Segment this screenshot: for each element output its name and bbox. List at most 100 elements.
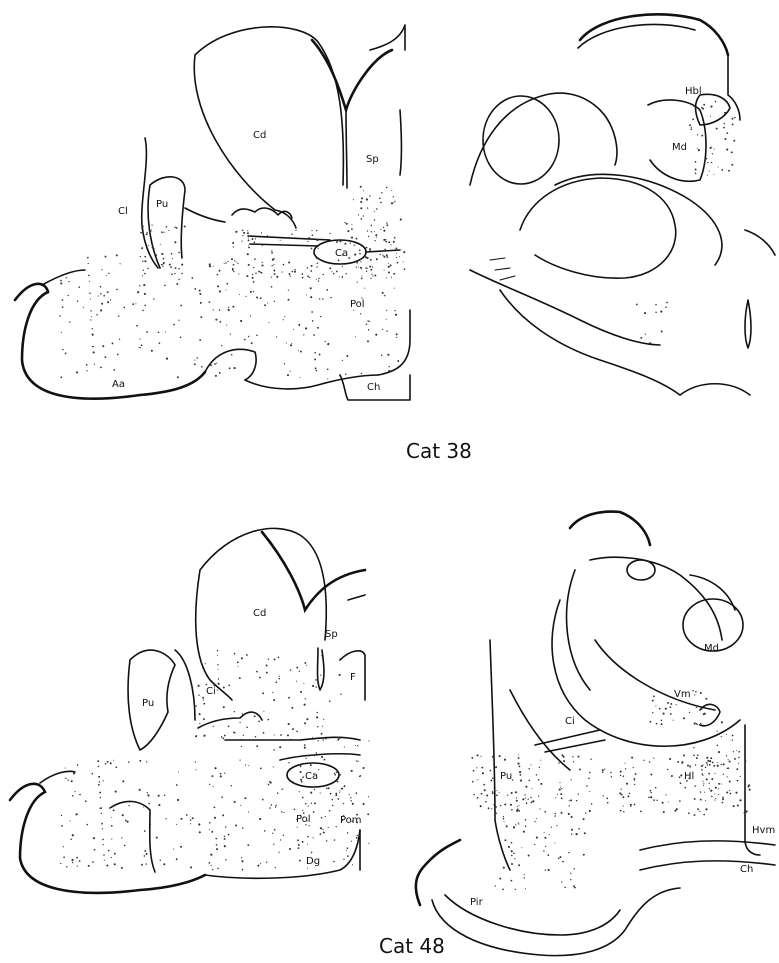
stipple-dot — [707, 174, 708, 175]
stipple-dot — [299, 377, 300, 378]
stipple-dot — [149, 816, 150, 817]
stipple-dot — [261, 264, 263, 266]
stipple-dot — [656, 800, 657, 801]
stipple-dot — [705, 767, 707, 769]
label-pol: Pol — [296, 814, 311, 825]
stipple-dot — [723, 127, 725, 129]
stipple-dot — [317, 712, 319, 714]
stipple-dot — [337, 798, 339, 800]
stipple-dot — [718, 788, 719, 789]
stipple-dot — [70, 820, 71, 821]
stipple-dot — [679, 776, 681, 778]
stipple-dot — [328, 827, 329, 828]
stipple-dot — [90, 310, 91, 311]
stipple-dot — [140, 232, 142, 234]
stipple-dot — [723, 774, 724, 775]
stipple-dot — [209, 822, 211, 824]
stipple-dot — [274, 301, 275, 302]
stipple-dot — [730, 793, 732, 795]
label-hl: Hl — [684, 771, 694, 782]
stipple-dot — [308, 825, 309, 826]
stipple-dot — [717, 762, 718, 763]
stipple-dot — [250, 315, 251, 316]
stipple-dot — [273, 844, 274, 845]
stipple-dot — [316, 279, 317, 280]
stipple-dot — [290, 669, 292, 671]
stipple-dot — [711, 778, 713, 780]
stipple-dot — [524, 874, 525, 875]
stipple-dot — [248, 239, 250, 241]
stipple-dot — [548, 869, 550, 871]
stipple-dot — [383, 256, 385, 258]
stipple-dot — [303, 334, 304, 335]
stipple-dot — [383, 227, 384, 228]
label-md: Md — [704, 643, 719, 654]
stipple-dot — [214, 807, 216, 809]
stipple-dot — [60, 282, 62, 284]
stipple-dot — [525, 786, 527, 788]
stipple-dot — [736, 768, 738, 770]
stipple-dot — [683, 754, 685, 756]
stipple-dot — [561, 798, 563, 800]
stipple-dot — [395, 314, 397, 316]
stipple-dot — [72, 834, 74, 836]
stipple-dot — [242, 229, 244, 231]
stipple-dot — [158, 804, 160, 806]
stipple-dot — [366, 198, 368, 200]
stipple-dot — [589, 772, 591, 774]
stipple-dot — [726, 791, 728, 793]
stipple-dot — [663, 811, 665, 813]
stipple-dot — [382, 255, 383, 256]
stipple-dot — [158, 795, 160, 797]
stipple-dot — [568, 852, 570, 854]
stipple-dot — [322, 829, 323, 830]
stipple-dot — [351, 224, 352, 225]
stipple-dot — [623, 811, 625, 813]
stipple-dot — [77, 300, 79, 302]
stipple-dot — [144, 855, 146, 857]
stipple-dot — [114, 863, 116, 865]
label-ch: Ch — [367, 382, 380, 393]
stipple-dot — [727, 776, 728, 777]
stipple-dot — [253, 291, 254, 292]
stipple-dot — [161, 231, 163, 233]
stipple-dot — [360, 207, 362, 209]
stipple-dot — [633, 778, 635, 780]
stipple-dot — [653, 799, 655, 801]
stipple-dot — [650, 790, 652, 792]
stipple-dot — [360, 313, 361, 314]
stipple-dot — [233, 271, 234, 272]
label-ca: Ca — [335, 248, 348, 259]
stipple-dot — [589, 810, 591, 812]
stipple-dot — [368, 236, 369, 237]
stipple-dot — [166, 226, 168, 228]
stipple-dot — [311, 852, 313, 854]
stipple-dot — [241, 657, 243, 659]
stipple-dot — [366, 270, 367, 271]
stipple-dot — [241, 739, 242, 740]
stipple-dot — [267, 235, 268, 236]
stipple-dot — [391, 202, 393, 204]
stipple-dot — [178, 252, 180, 254]
stipple-dot — [240, 805, 241, 806]
stipple-dot — [143, 284, 145, 286]
stipple-dot — [622, 796, 624, 798]
stipple-dot — [215, 319, 217, 321]
stipple-dot — [652, 712, 653, 713]
stipple-dot — [393, 202, 394, 203]
stipple-dot — [653, 758, 654, 759]
stipple-dot — [342, 276, 343, 277]
stipple-dot — [726, 149, 728, 151]
stipple-dot — [116, 254, 118, 256]
stipple-dot — [720, 764, 721, 765]
stipple-dot — [516, 800, 518, 802]
stipple-dot — [122, 780, 124, 782]
stipple-dot — [63, 856, 65, 858]
stipple-dot — [224, 263, 225, 264]
stipple-dot — [394, 310, 395, 311]
stipple-dot — [549, 834, 550, 835]
stipple-dot — [108, 850, 110, 852]
stipple-dot — [69, 321, 70, 322]
stipple-dot — [667, 769, 668, 770]
stipple-dot — [275, 805, 276, 806]
